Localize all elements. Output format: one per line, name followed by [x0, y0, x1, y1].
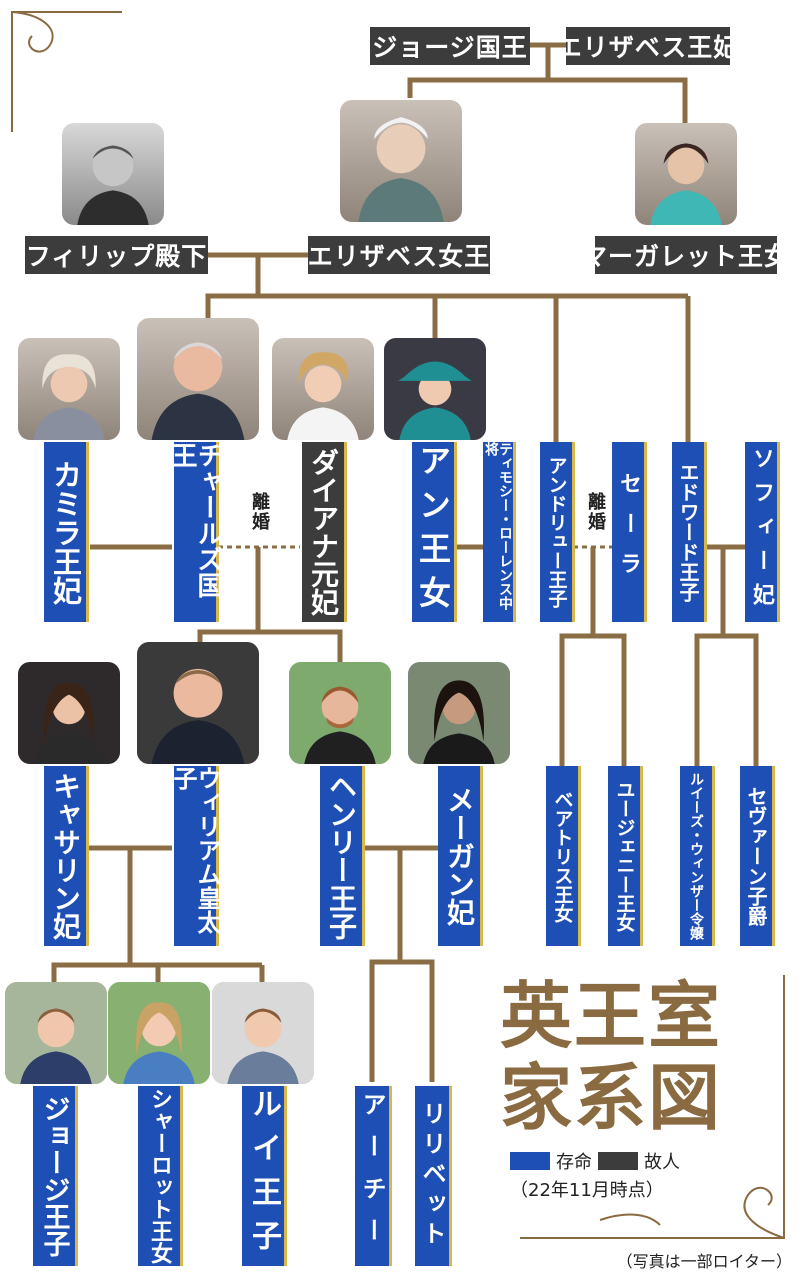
- label-philip: フィリップ殿下: [25, 236, 208, 274]
- title-line-1: 英王室: [500, 973, 723, 1058]
- label-charlotte: シャーロット王女: [138, 1086, 183, 1266]
- photo-charlotte: [108, 982, 210, 1084]
- photo-william: [137, 642, 259, 764]
- photo-margaret: [635, 123, 737, 225]
- line-elizabeth2-children: [205, 255, 261, 320]
- line-edward-children: [694, 547, 726, 768]
- photo-philip: [62, 123, 164, 225]
- line-to-margaret: [548, 77, 688, 125]
- label-eugenie: ユージェニー王女: [608, 766, 643, 946]
- label-edward: エドワード王子: [672, 442, 707, 622]
- label-elizabeth2: エリザベス女王: [308, 236, 490, 274]
- line-charles-children: [197, 547, 261, 648]
- legend-living-label: 存命: [556, 1152, 592, 1173]
- photo-diana: [272, 338, 374, 440]
- label-henry: ヘンリー王子: [320, 766, 365, 946]
- label-diana: ダイアナ元妃: [302, 442, 347, 622]
- legend-deceased-label: 故人: [644, 1152, 680, 1173]
- as-of-note: （22年11月時点）: [510, 1180, 664, 1201]
- label-george: ジョージ王子: [33, 1086, 78, 1266]
- label-catherine: キャサリン妃: [44, 766, 89, 946]
- label-louis: ルイ王子: [242, 1086, 287, 1266]
- label-beatrice: ベアトリス王女: [546, 766, 581, 946]
- photo-credit: （写真は一部ロイター）: [616, 1252, 792, 1271]
- photo-anne: [384, 338, 486, 440]
- photo-meghan: [408, 662, 510, 764]
- photo-elizabeth2: [340, 100, 462, 222]
- photo-charles: [137, 318, 259, 440]
- label-elizabeth-consort: エリザベス王妃: [557, 27, 738, 65]
- line-edward-children-b: [723, 633, 759, 768]
- label-margaret: マーガレット王女: [582, 236, 789, 274]
- legend-swatch-living: [510, 1152, 550, 1170]
- line-george6-children: [407, 45, 551, 98]
- photo-george: [5, 982, 107, 1084]
- label-anne: アン王女: [412, 442, 457, 622]
- photo-louis: [212, 982, 314, 1084]
- legend: 存命 故人: [510, 1148, 680, 1174]
- label-meghan: メーガン妃: [438, 766, 483, 946]
- line-to-henry: [258, 629, 343, 662]
- title-line-2: 家系図: [500, 1055, 723, 1140]
- label-timothy: ティモシー・ローレンス中将: [483, 442, 516, 622]
- label-sarah: セーラ: [612, 442, 647, 622]
- label-camilla: カミラ王妃: [44, 442, 89, 622]
- photo-henry: [289, 662, 391, 764]
- label-louise: ルイーズ・ウィンザー令嬢: [680, 766, 715, 946]
- legend-swatch-deceased: [598, 1152, 638, 1170]
- ornament-top-left: [11, 11, 122, 132]
- label-andrew: アンドリュー王子: [540, 442, 575, 622]
- label-severn: セヴァーン子爵: [740, 766, 775, 946]
- photo-catherine: [18, 662, 120, 764]
- label-george6: ジョージ国王: [370, 27, 530, 65]
- photo-camilla: [18, 338, 120, 440]
- line-henry-children: [369, 848, 403, 1082]
- ornament-bottom-right: [520, 975, 785, 1239]
- label-archie: アーチー: [355, 1086, 392, 1266]
- line-henry-children-b: [400, 959, 435, 1082]
- label-sophie: ソフィー妃: [745, 442, 780, 622]
- label-divorce-andrew-sarah: 離婚: [585, 492, 606, 532]
- label-charles: チャールズ国王: [167, 442, 223, 622]
- line-andrew-children-b: [593, 633, 627, 768]
- label-william: ウィリアム皇太子: [169, 766, 221, 946]
- chart-title: 英王室 家系図: [500, 975, 722, 1139]
- label-divorce-charles-diana: 離婚: [249, 492, 270, 532]
- line-andrew-children: [559, 547, 596, 768]
- label-lilibet: リリベット: [415, 1086, 452, 1266]
